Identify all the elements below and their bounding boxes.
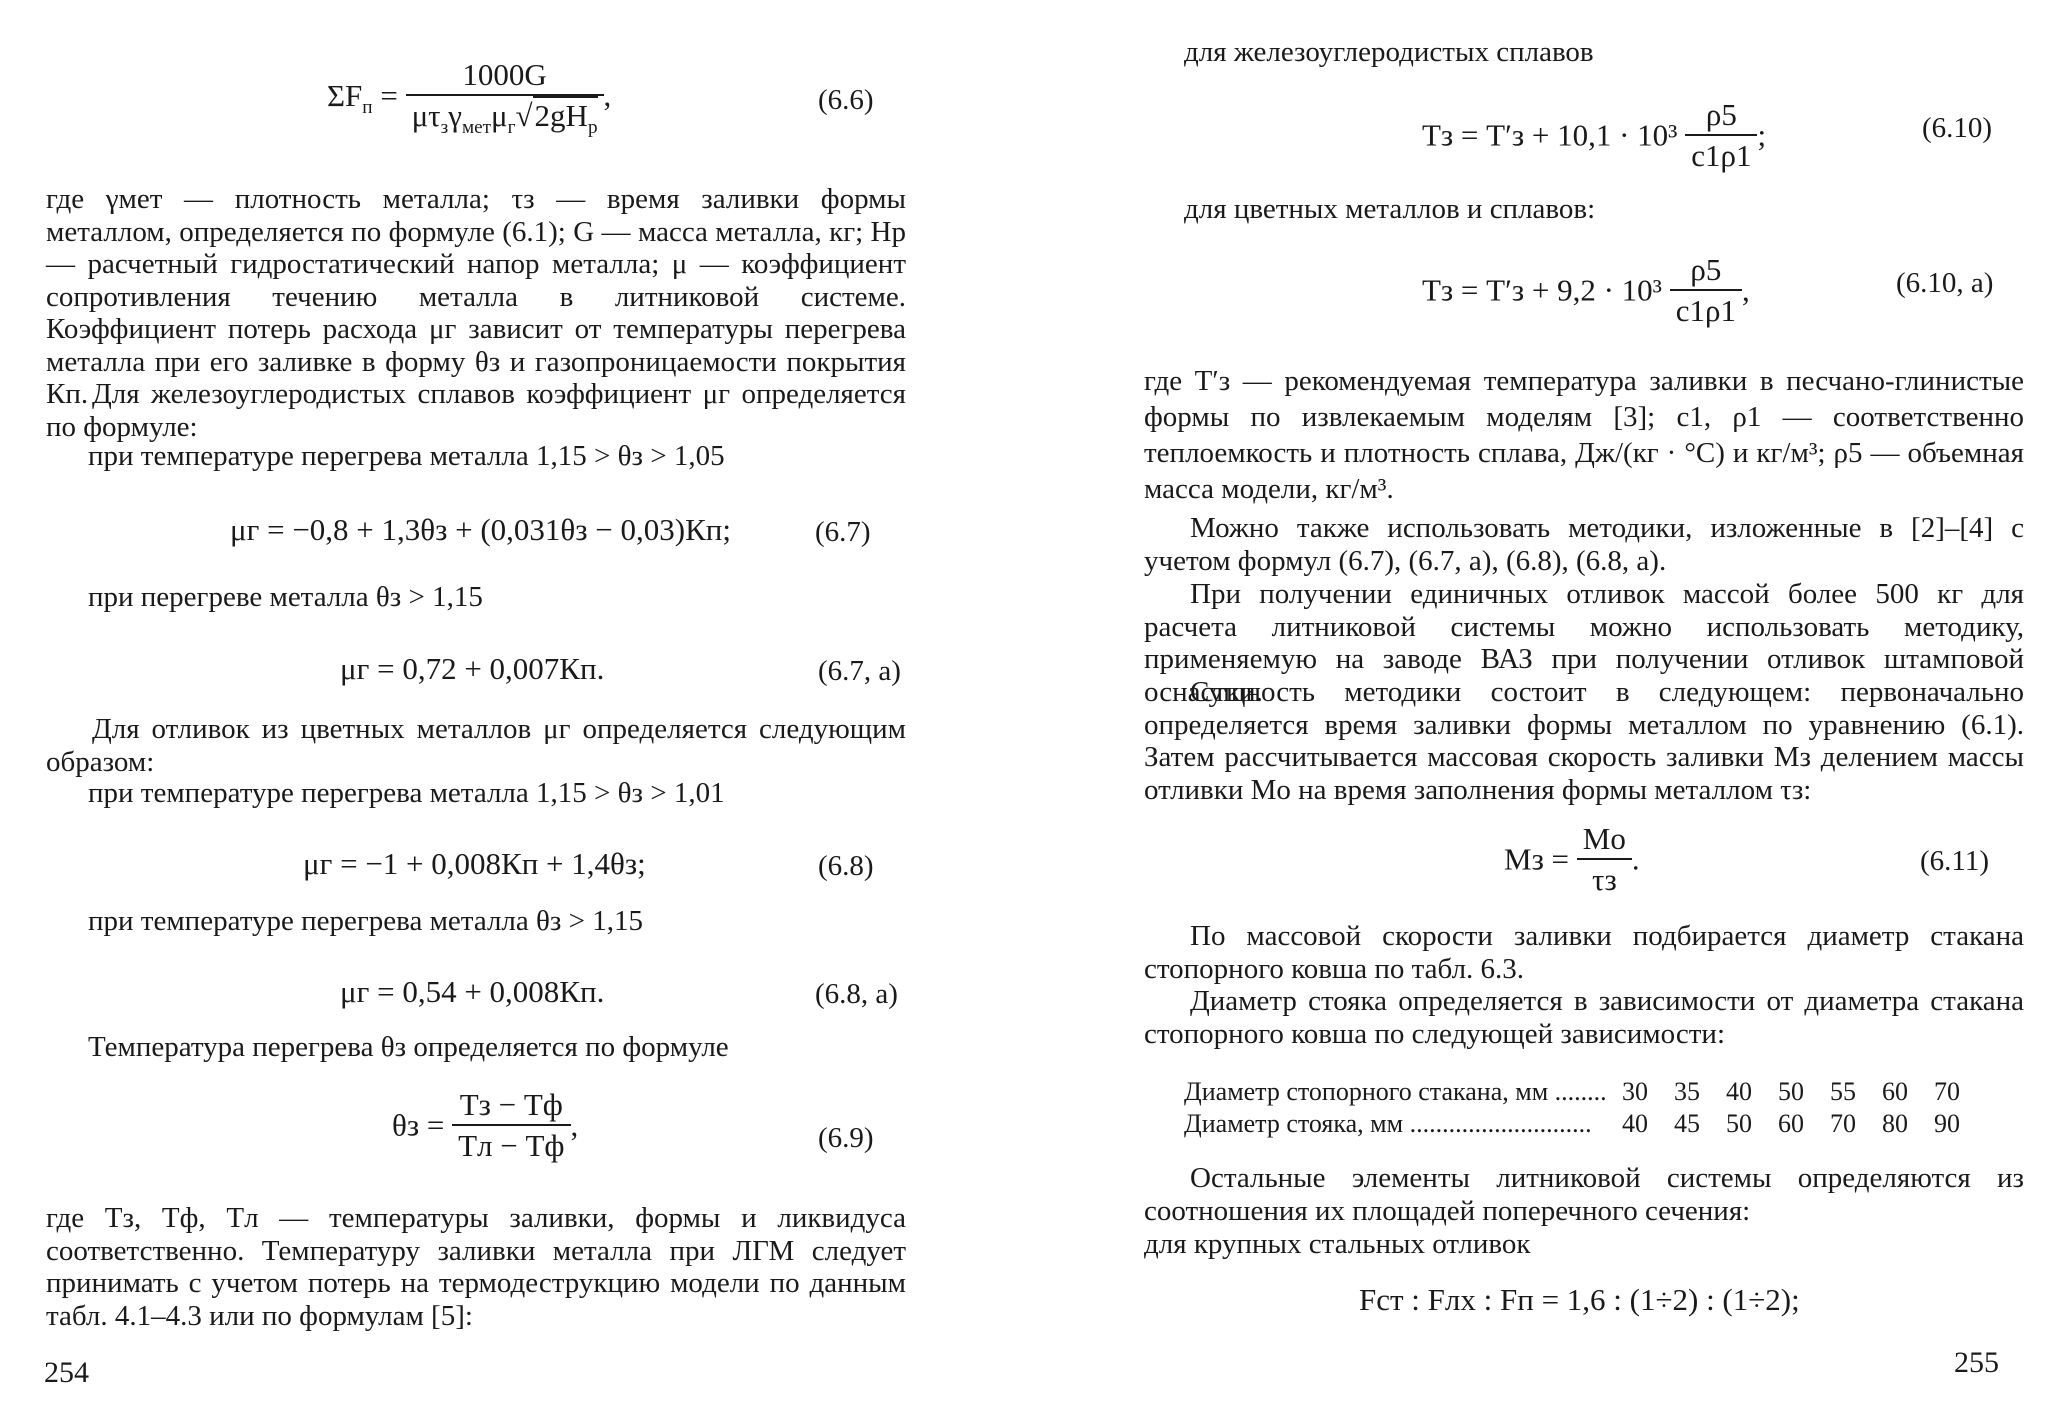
- table-row: Диаметр стояка, мм .....................…: [1184, 1108, 1973, 1140]
- equation-area-ratio: Fст : Fлх : Fп = 1,6 : (1÷2) : (1÷2);: [1359, 1282, 1800, 1317]
- table-cell: 40: [1726, 1077, 1752, 1106]
- equation-6-8a: μг = 0,54 + 0,008Кп.: [340, 974, 605, 1009]
- table-cell: 70: [1934, 1077, 1960, 1106]
- equation-number: (6.7): [815, 516, 871, 548]
- paragraph: где γмет — плотность металла; τз — время…: [46, 183, 906, 410]
- page-number: 254: [44, 1356, 89, 1389]
- equation-6-7: μг = −0,8 + 1,3θз + (0,031θз − 0,03)Кп;: [230, 512, 731, 547]
- condition-text: при перегреве металла θз > 1,15: [88, 581, 483, 613]
- table-row: Диаметр стопорного стакана, мм ........ …: [1184, 1076, 1973, 1108]
- equation-number: (6.11): [1920, 845, 1989, 877]
- equation-6-9: θз = Tз − Tф Tл − Tф ,: [392, 1087, 579, 1163]
- paragraph: Для отливок из цветных металлов μг опред…: [46, 713, 906, 778]
- paragraph: где T′з — рекомендуемая температура зали…: [1144, 365, 2024, 505]
- table-cell: 30: [1622, 1077, 1648, 1106]
- table-cell: 90: [1934, 1109, 1960, 1138]
- equation-6-11: Mз = Mо τз .: [1504, 821, 1640, 897]
- paragraph: для железоуглеродистых сплавов: [1184, 36, 1594, 68]
- table-row-label: Диаметр стояка, мм .....................…: [1184, 1109, 1592, 1138]
- equation-number: (6.6): [818, 84, 874, 116]
- table-cell: 35: [1674, 1077, 1700, 1106]
- table-cell: 60: [1778, 1109, 1804, 1138]
- page-number: 255: [1954, 1346, 1999, 1379]
- table-cell: 55: [1830, 1077, 1856, 1106]
- table-cell: 50: [1726, 1109, 1752, 1138]
- equation-number: (6.7, а): [818, 655, 901, 687]
- table-cell: 45: [1674, 1109, 1700, 1138]
- condition-text: при температуре перегрева металла 1,15 >…: [88, 440, 725, 472]
- equation-6-10a: Tз = T′з + 9,2 · 10³ ρ5 c1ρ1 ,: [1422, 252, 1750, 328]
- table-cell: 50: [1778, 1077, 1804, 1106]
- table-cell: 40: [1622, 1109, 1648, 1138]
- condition-text: при температуре перегрева металла θз > 1…: [88, 905, 643, 937]
- diameter-table: Диаметр стопорного стакана, мм ........ …: [1184, 1076, 1973, 1140]
- paragraph: где Tз, Tф, Tл — температуры заливки, фо…: [46, 1202, 906, 1332]
- condition-text: при температуре перегрева металла 1,15 >…: [88, 777, 725, 809]
- paragraph: для крупных стальных отливок: [1144, 1228, 1531, 1260]
- paragraph: По массовой скорости заливки подбирается…: [1144, 920, 2024, 985]
- equation-6-10: Tз = T′з + 10,1 · 10³ ρ5 c1ρ1 ;: [1422, 97, 1767, 173]
- table-cell: 80: [1882, 1109, 1908, 1138]
- table-cell: 70: [1830, 1109, 1856, 1138]
- equation-number: (6.8, а): [815, 978, 898, 1010]
- paragraph: Остальные элементы литниковой системы оп…: [1144, 1162, 2024, 1227]
- paragraph: Можно также использовать методики, излож…: [1144, 512, 2024, 577]
- paragraph: для цветных металлов и сплавов:: [1184, 193, 1596, 225]
- equation-6-6: ΣFп = 1000G μτзγметμг√2gHр ,: [327, 57, 612, 139]
- paragraph: Диаметр стояка определяется в зависимост…: [1144, 985, 2024, 1050]
- equation-6-7a: μг = 0,72 + 0,007Кп.: [340, 651, 605, 686]
- equation-number: (6.9): [818, 1122, 874, 1154]
- paragraph: При получении единичных отливок массой б…: [1144, 578, 2024, 708]
- table-cell: 60: [1882, 1077, 1908, 1106]
- paragraph: Сущность методики состоит в следующем: п…: [1144, 676, 2024, 806]
- equation-number: (6.8): [818, 850, 874, 882]
- paragraph: Температура перегрева θз определяется по…: [88, 1031, 729, 1063]
- paragraph: Для железоуглеродистых сплавов коэффицие…: [46, 378, 906, 443]
- equation-number: (6.10): [1922, 112, 1993, 144]
- left-page: ΣFп = 1000G μτзγметμг√2gHр , (6.6) где γ…: [44, 57, 906, 1389]
- table-row-label: Диаметр стопорного стакана, мм ........: [1184, 1077, 1607, 1106]
- equation-number: (6.10, а): [1896, 267, 1994, 299]
- equation-6-8: μг = −1 + 0,008Кп + 1,4θз;: [303, 846, 646, 881]
- right-page: для железоуглеродистых сплавов Tз = T′з …: [1024, 0, 2048, 1428]
